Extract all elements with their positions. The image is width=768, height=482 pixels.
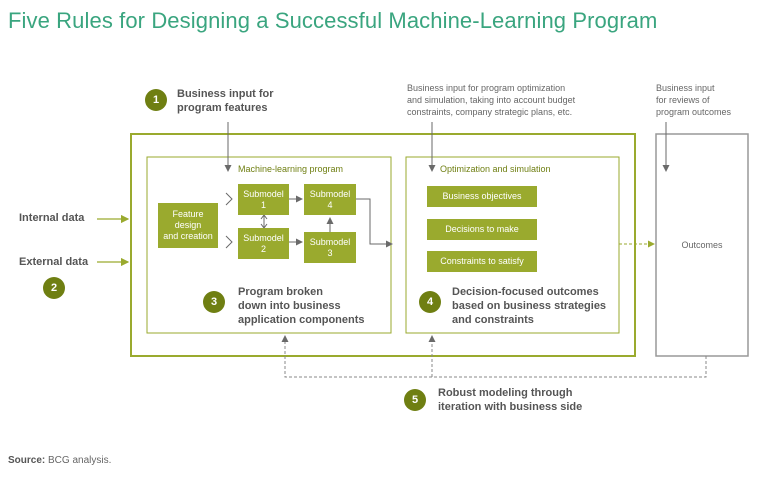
source-note: Source: BCG analysis. [8, 455, 112, 466]
business-objectives-box: Business objectives [427, 186, 537, 207]
optimization-label: Optimization and simulation [440, 164, 551, 174]
rule3-label: Program broken down into business applic… [238, 286, 365, 326]
submodel-4-box: Submodel 4 [304, 184, 356, 215]
ml-program-label: Machine-learning program [238, 164, 344, 174]
internal-data-label: Internal data [19, 212, 85, 224]
external-data-label: External data [19, 256, 89, 268]
badge-5: 5 [404, 389, 426, 411]
rule4-label: Decision-focused outcomes based on busin… [452, 286, 607, 326]
submodel-3-box: Submodel 3 [304, 232, 356, 263]
outer-program-frame [130, 133, 636, 357]
feature-design-box: Feature design and creation [158, 203, 218, 248]
rule1-label: Business input for program features [177, 88, 274, 114]
outcomes-input-note: Business input for reviews of program ou… [656, 83, 732, 117]
outcomes-frame [655, 133, 749, 357]
badge-2: 2 [43, 277, 65, 299]
badge-1: 1 [145, 89, 167, 111]
decisions-to-make-box: Decisions to make [427, 219, 537, 240]
optimization-frame [405, 156, 620, 334]
badge-3: 3 [203, 291, 225, 313]
submodel-1-box: Submodel 1 [238, 184, 289, 215]
rule5-label: Robust modeling through iteration with b… [438, 387, 583, 413]
submodel-2-box: Submodel 2 [238, 228, 289, 259]
page-title: Five Rules for Designing a Successful Ma… [8, 8, 658, 33]
optimization-input-note: Business input for program optimization … [407, 83, 576, 117]
constraints-to-satisfy-box: Constraints to satisfy [427, 251, 537, 272]
badge-4: 4 [419, 291, 441, 313]
outcomes-label: Outcomes [681, 240, 723, 250]
